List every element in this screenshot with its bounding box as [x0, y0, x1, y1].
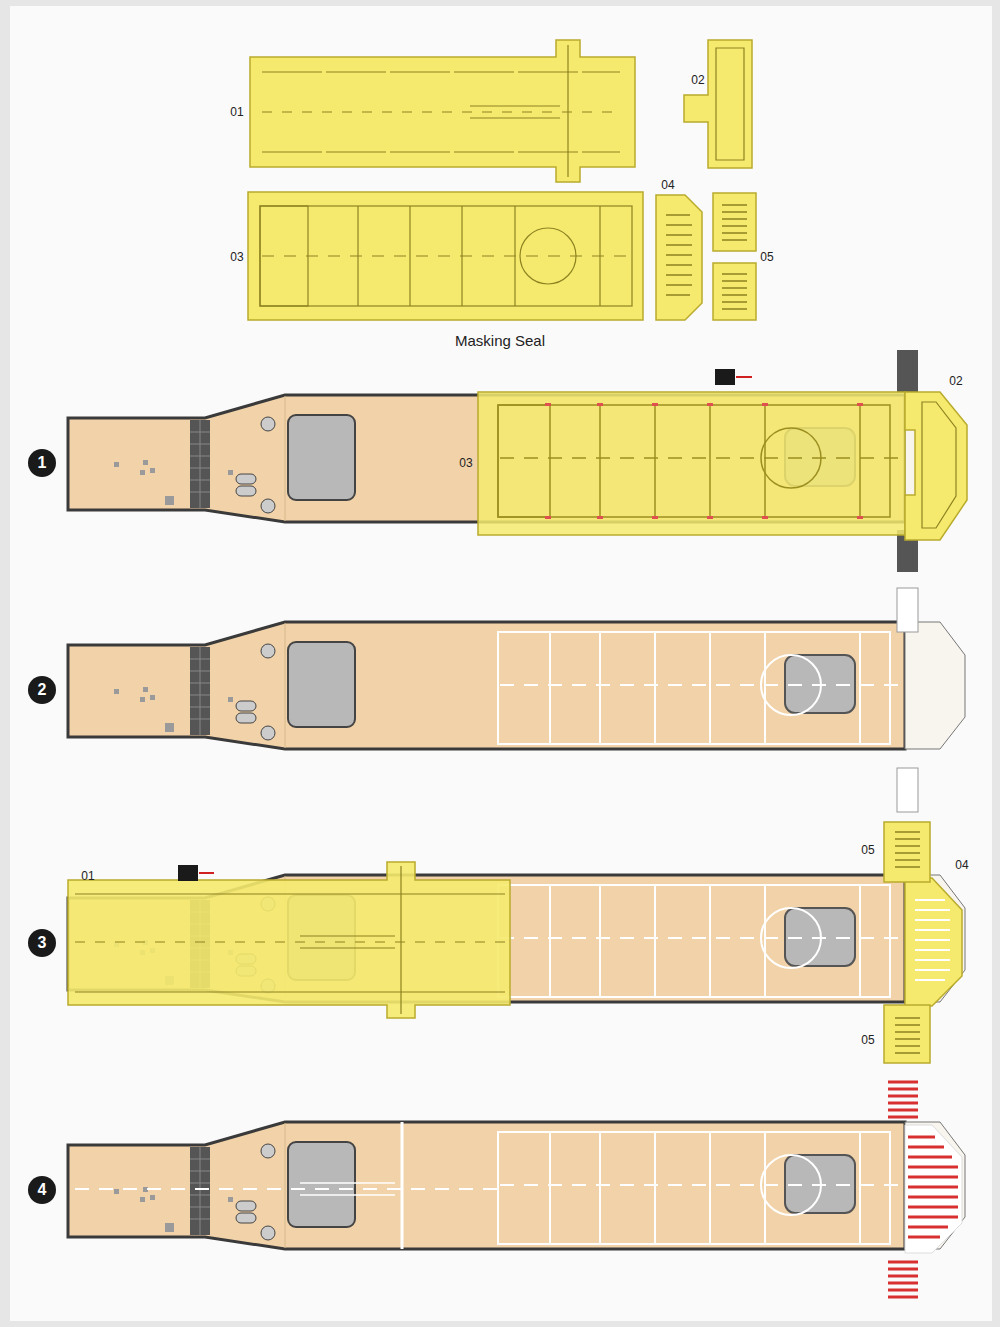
part-number: 05 — [861, 1034, 874, 1046]
part-number: 03 — [230, 251, 243, 263]
part-number: 04 — [955, 859, 968, 871]
part-number: 05 — [861, 844, 874, 856]
step-number-circle: 4 — [28, 1176, 56, 1204]
part-number: 03 — [459, 457, 472, 469]
step-number: 1 — [38, 454, 47, 472]
part-number: 05 — [760, 251, 773, 263]
part-number: 02 — [949, 375, 962, 387]
sheet-caption: Masking Seal — [455, 333, 545, 348]
part-number: 01 — [230, 106, 243, 118]
part-number: 01 — [81, 870, 94, 882]
step-number-circle: 1 — [28, 449, 56, 477]
step-number: 4 — [38, 1181, 47, 1199]
part-number: 04 — [661, 179, 674, 191]
step-number: 3 — [38, 934, 47, 952]
step-number-circle: 3 — [28, 929, 56, 957]
step-number: 2 — [38, 681, 47, 699]
part-number: 02 — [691, 74, 704, 86]
step-number-circle: 2 — [28, 676, 56, 704]
